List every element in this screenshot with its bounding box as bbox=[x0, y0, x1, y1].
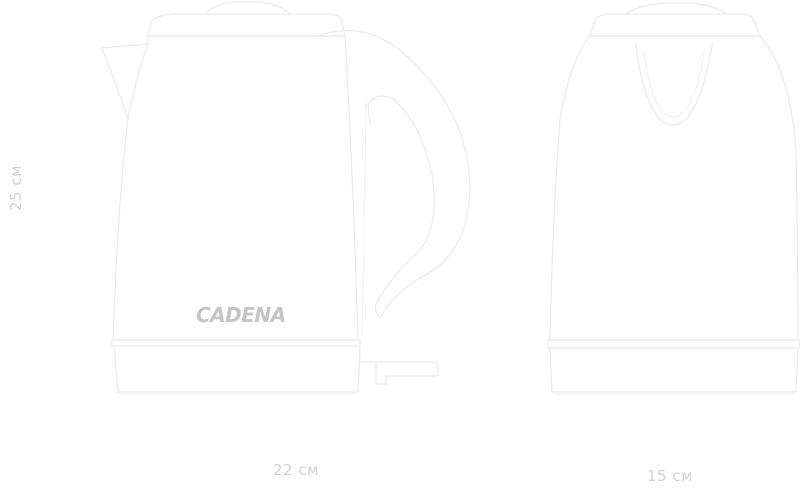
front-handle-loop-inner bbox=[643, 49, 705, 118]
cadena-logo: CADENA bbox=[196, 303, 286, 327]
side-view-kettle bbox=[101, 1, 471, 395]
front-view-kettle bbox=[547, 2, 800, 395]
front-base bbox=[547, 339, 800, 349]
side-handle bbox=[317, 29, 471, 319]
front-width-dimension-label: 15 см bbox=[647, 467, 693, 485]
side-width-dimension-label: 22 см bbox=[273, 461, 319, 479]
side-handle-inner bbox=[361, 97, 367, 336]
side-power-dock bbox=[359, 361, 440, 385]
front-lid-knob bbox=[625, 2, 727, 15]
side-lid bbox=[147, 13, 346, 37]
side-base-lower bbox=[113, 345, 361, 393]
height-dimension-label: 25 см bbox=[7, 165, 25, 211]
front-base-lower bbox=[549, 347, 799, 393]
front-lid bbox=[589, 13, 761, 37]
front-handle-loop bbox=[635, 43, 713, 126]
side-lid-knob bbox=[204, 1, 291, 15]
side-body bbox=[112, 35, 359, 341]
front-body bbox=[549, 35, 799, 341]
side-base bbox=[111, 339, 361, 347]
side-spout bbox=[101, 43, 149, 119]
